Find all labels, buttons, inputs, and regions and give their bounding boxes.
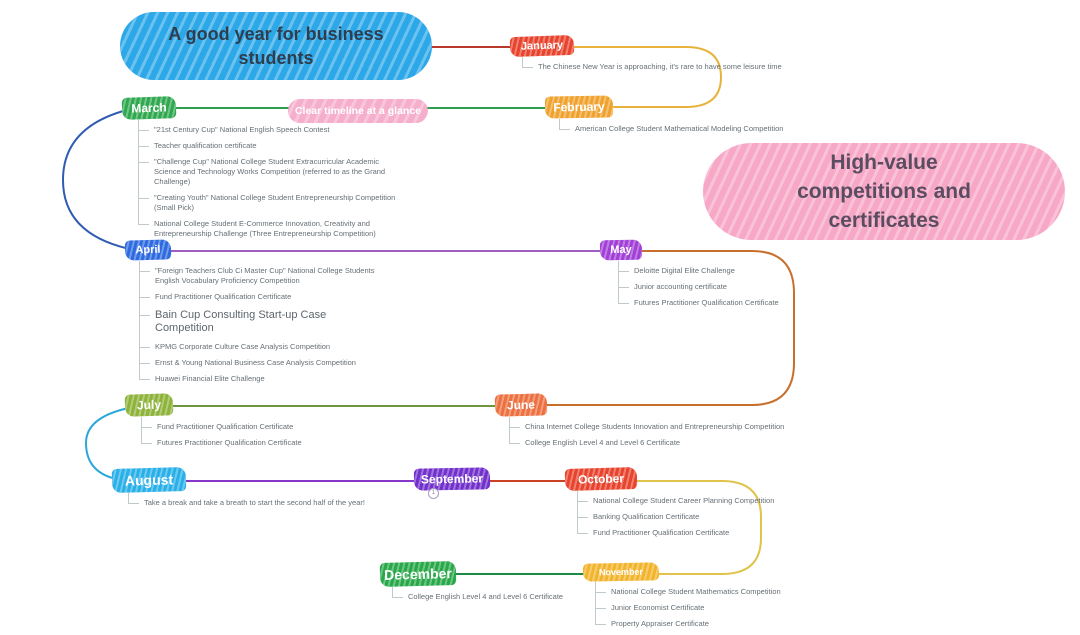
branch-august: August Take a break and take a breath to… <box>111 467 365 511</box>
branch-item[interactable]: Futures Practitioner Qualification Certi… <box>618 293 779 311</box>
branch-item[interactable]: Fund Practitioner Qualification Certific… <box>141 417 302 435</box>
month-node-august[interactable]: August <box>111 467 187 493</box>
branch-item[interactable]: American College Student Mathematical Mo… <box>559 119 783 137</box>
branch-april: April "Foreign Teachers Club Ci Master C… <box>124 239 384 387</box>
branch-item[interactable]: Banking Qualification Certificate <box>577 507 774 525</box>
connector-october-november <box>619 480 762 575</box>
branch-item[interactable]: "Challenge Cup" National College Student… <box>138 152 404 190</box>
high-value-bubble[interactable]: High-value competitions and certificates <box>703 143 1065 240</box>
branch-items-october: National College Student Career Planning… <box>577 491 774 541</box>
branch-items-november: National College Student Mathematics Com… <box>595 582 781 632</box>
branch-november: November National College Student Mathem… <box>582 562 781 632</box>
branch-item[interactable]: "Foreign Teachers Club Ci Master Cup" Na… <box>139 261 384 289</box>
branch-items-march: "21st Century Cup" National English Spee… <box>138 120 404 242</box>
branch-items-june: China Internet College Students Innovati… <box>509 417 784 451</box>
branch-december: December College English Level 4 and Lev… <box>379 561 563 605</box>
branch-item[interactable]: Take a break and take a breath to start … <box>128 493 365 511</box>
clear-timeline-bubble[interactable]: Clear timeline at a glance <box>288 99 428 123</box>
branch-item[interactable]: Deloitte Digital Elite Challenge <box>618 261 779 279</box>
branch-item[interactable]: Junior accounting certificate <box>618 277 779 295</box>
branch-item[interactable]: National College Student Career Planning… <box>577 491 774 509</box>
month-node-december[interactable]: December <box>379 561 457 587</box>
branch-item[interactable]: Fund Practitioner Qualification Certific… <box>577 523 774 541</box>
branch-item[interactable]: Ernst & Young National Business Case Ana… <box>139 353 384 371</box>
branch-item[interactable]: Junior Economist Certificate <box>595 598 781 616</box>
branch-june: June China Internet College Students Inn… <box>494 393 784 451</box>
clear-timeline-text: Clear timeline at a glance <box>294 105 422 117</box>
branch-item[interactable]: Futures Practitioner Qualification Certi… <box>141 433 302 451</box>
connector-march-april <box>61 106 141 252</box>
month-node-march[interactable]: March <box>121 96 177 120</box>
branch-item[interactable]: KPMG Corporate Culture Case Analysis Com… <box>139 337 384 355</box>
month-node-may[interactable]: May <box>599 239 643 261</box>
month-node-july[interactable]: July <box>124 393 174 417</box>
connector-may-june <box>519 250 795 406</box>
branch-january: January The Chinese New Year is approach… <box>509 34 782 75</box>
branch-item[interactable]: Property Appraiser Certificate <box>595 614 781 632</box>
branch-items-july: Fund Practitioner Qualification Certific… <box>141 417 302 451</box>
branch-july: July Fund Practitioner Qualification Cer… <box>124 393 302 451</box>
branch-item[interactable]: College English Level 4 and Level 6 Cert… <box>392 587 563 605</box>
branch-item[interactable]: National College Student E-Commerce Inno… <box>138 214 404 242</box>
month-node-june[interactable]: June <box>494 393 548 417</box>
branch-item[interactable]: "21st Century Cup" National English Spee… <box>138 120 404 138</box>
branch-item[interactable]: National College Student Mathematics Com… <box>595 582 781 600</box>
branch-items-august: Take a break and take a breath to start … <box>128 493 365 511</box>
month-node-april[interactable]: April <box>124 239 172 261</box>
month-node-october[interactable]: October <box>564 467 638 491</box>
branch-item[interactable]: College English Level 4 and Level 6 Cert… <box>509 433 784 451</box>
branch-item[interactable]: Huawei Financial Elite Challenge <box>139 369 384 387</box>
branch-item[interactable]: Teacher qualification certificate <box>138 136 404 154</box>
high-value-text: High-value competitions and certificates <box>797 151 971 232</box>
branch-october: October National College Student Career … <box>564 467 774 541</box>
branch-march: March "21st Century Cup" National Englis… <box>121 96 404 242</box>
branch-item[interactable]: The Chinese New Year is approaching, it'… <box>522 57 782 75</box>
collapsed-children-badge[interactable]: 1 <box>428 488 439 499</box>
month-node-january[interactable]: January <box>509 34 575 58</box>
branch-item[interactable]: Bain Cup Consulting Start-up Case Compet… <box>139 303 384 339</box>
month-node-november[interactable]: November <box>582 562 660 582</box>
branch-item[interactable]: "Creating Youth" National College Studen… <box>138 188 404 216</box>
connector-january-february <box>559 46 723 108</box>
branch-items-february: American College Student Mathematical Mo… <box>559 119 783 137</box>
root-topic-bubble[interactable]: A good year for business students <box>120 12 432 80</box>
branch-item[interactable]: Fund Practitioner Qualification Certific… <box>139 287 384 305</box>
month-node-september[interactable]: September <box>413 467 491 491</box>
month-node-february[interactable]: February <box>544 95 614 119</box>
branch-items-december: College English Level 4 and Level 6 Cert… <box>392 587 563 605</box>
branch-february: February American College Student Mathem… <box>544 95 783 137</box>
branch-item[interactable]: China Internet College Students Innovati… <box>509 417 784 435</box>
root-topic-text: A good year for business students <box>168 24 384 68</box>
branch-september: September 1 <box>413 467 491 499</box>
branch-items-april: "Foreign Teachers Club Ci Master Cup" Na… <box>139 261 384 387</box>
branch-items-january: The Chinese New Year is approaching, it'… <box>522 57 782 75</box>
connector-july-august <box>84 405 141 482</box>
